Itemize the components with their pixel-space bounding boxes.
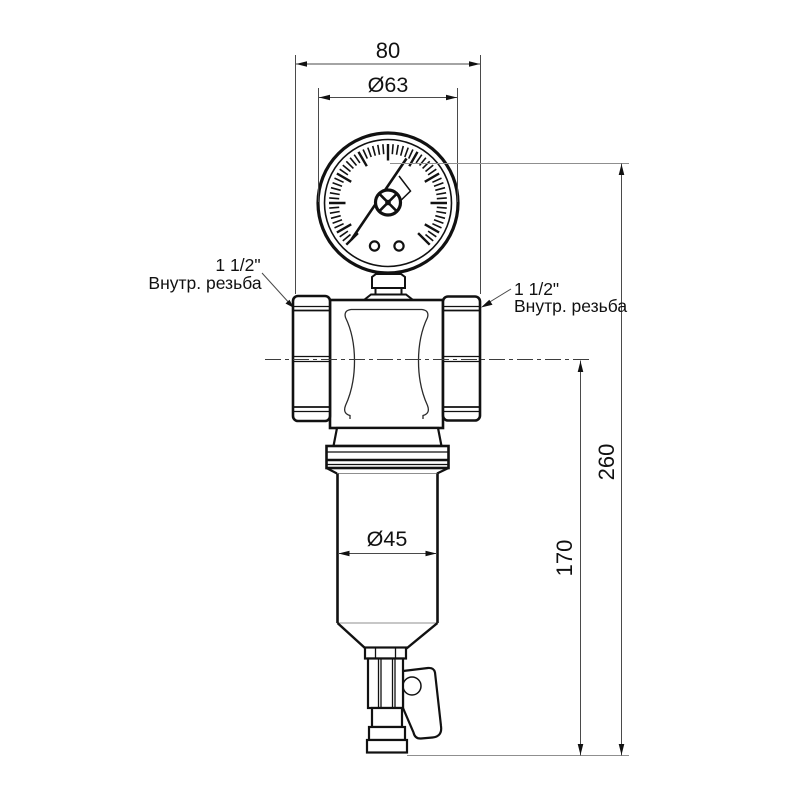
arrowhead bbox=[481, 299, 493, 308]
filter-head bbox=[328, 293, 445, 430]
dim-body-width-value: 80 bbox=[376, 38, 400, 63]
leader-right-thread bbox=[481, 288, 512, 308]
drain-stem bbox=[370, 706, 404, 729]
arrowhead bbox=[577, 361, 584, 372]
filter-device bbox=[291, 131, 482, 754]
dim-gauge-diameter bbox=[318, 88, 458, 202]
handle-pivot bbox=[402, 676, 422, 696]
left-union-nut bbox=[291, 294, 332, 423]
drain-band bbox=[367, 725, 407, 742]
filter-bowl bbox=[336, 473, 439, 650]
bowl-funnel bbox=[336, 622, 439, 650]
drain-valve-body bbox=[366, 657, 405, 710]
arrowhead bbox=[296, 61, 307, 67]
label-left-thread-type: Внутр. резьба bbox=[148, 273, 261, 293]
label-right-thread-type: Внутр. резьба bbox=[514, 296, 627, 316]
gauge-screw-right bbox=[393, 240, 405, 252]
gauge-ticks bbox=[329, 144, 447, 246]
dim-bowl-depth-value: 170 bbox=[552, 540, 577, 577]
drain-valve bbox=[363, 646, 443, 754]
gauge-inner-ring bbox=[323, 138, 453, 268]
dim-bowl-diameter-value: Ø45 bbox=[367, 527, 408, 551]
right-union-nut bbox=[441, 295, 482, 422]
annotation-text: 80 Ø63 Ø45 170 260 1 1/2" Внутр. резьба … bbox=[148, 38, 627, 576]
label-right-thread: 1 1/2" Внутр. резьба bbox=[514, 279, 627, 316]
dim-gauge-diameter-value: Ø63 bbox=[368, 73, 409, 97]
dim-body-width bbox=[295, 55, 481, 294]
arrowhead bbox=[618, 744, 625, 755]
arrowhead bbox=[577, 744, 584, 755]
arrowhead bbox=[285, 299, 294, 308]
arrowhead bbox=[618, 164, 625, 175]
label-right-thread-size: 1 1/2" bbox=[514, 279, 559, 299]
dimension-layer bbox=[261, 55, 629, 756]
collar bbox=[332, 426, 443, 448]
label-left-thread-size: 1 1/2" bbox=[215, 255, 260, 275]
gauge-hub bbox=[373, 188, 403, 217]
head-inner-contour bbox=[344, 308, 429, 419]
arrowhead bbox=[446, 94, 457, 101]
pressure-gauge bbox=[316, 131, 460, 296]
dim-total-height-value: 260 bbox=[594, 444, 619, 481]
arrowhead bbox=[338, 550, 350, 557]
dim-total-height bbox=[390, 163, 629, 756]
arrowhead bbox=[425, 550, 437, 557]
gauge-stem-upper bbox=[371, 273, 406, 289]
gauge-screw-left bbox=[368, 240, 381, 252]
ring-chamfer bbox=[325, 467, 449, 475]
drain-cap bbox=[365, 738, 409, 754]
arrowhead bbox=[469, 61, 480, 67]
drain-hex-collar bbox=[363, 646, 408, 660]
dim-bowl-diameter bbox=[338, 550, 437, 557]
leader-left-thread bbox=[261, 272, 294, 308]
ring-nut bbox=[325, 426, 450, 475]
dim-bowl-depth bbox=[577, 360, 584, 756]
arrowhead bbox=[319, 94, 330, 101]
label-left-thread: 1 1/2" Внутр. резьба bbox=[148, 255, 261, 293]
